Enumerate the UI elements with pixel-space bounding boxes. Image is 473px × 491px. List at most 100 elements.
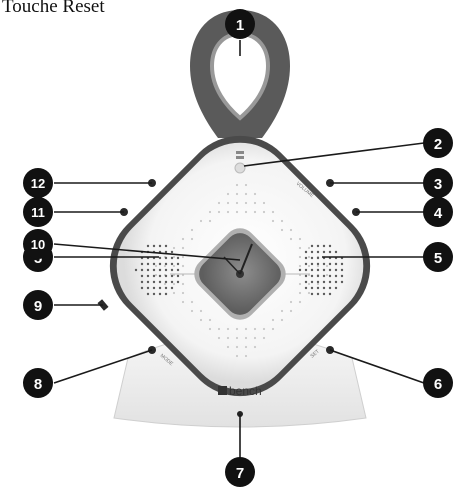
speaker-dot: [155, 274, 157, 276]
grill-hole: [171, 269, 173, 271]
speaker-dot: [263, 211, 265, 213]
speaker-dot: [299, 283, 301, 285]
grill-hole: [329, 287, 331, 289]
grill-hole: [311, 251, 313, 253]
grill-hole: [317, 269, 319, 271]
grill-hole: [171, 281, 173, 283]
grill-hole: [141, 263, 143, 265]
grill-hole: [147, 269, 149, 271]
callout-9-label: 9: [34, 298, 42, 315]
speaker-dot: [173, 292, 175, 294]
speaker-dot: [218, 328, 220, 330]
speaker-dot: [164, 283, 166, 285]
grill-hole: [299, 269, 301, 271]
speaker-dot: [209, 319, 211, 321]
speaker-dot: [299, 292, 301, 294]
grill-hole: [159, 257, 161, 259]
callout-3: 3: [423, 168, 453, 198]
speaker-dot: [308, 256, 310, 258]
grill-hole: [165, 293, 167, 295]
grill-hole: [141, 281, 143, 283]
callout-7: 7: [225, 457, 255, 487]
speaker-dot: [326, 274, 328, 276]
grill-hole: [165, 287, 167, 289]
grill-hole: [323, 287, 325, 289]
callout-9: 9: [23, 290, 53, 320]
speaker-dot: [227, 328, 229, 330]
grill-hole: [159, 275, 161, 277]
grill-hole: [159, 245, 161, 247]
grill-hole: [141, 269, 143, 271]
speaker-dot: [155, 265, 157, 267]
callout-5-right-label: 5: [434, 250, 442, 267]
speaker-dot: [272, 211, 274, 213]
speaker-dot: [254, 328, 256, 330]
speaker-dot: [227, 337, 229, 339]
grill-hole: [311, 269, 313, 271]
grill-hole: [311, 245, 313, 247]
speaker-dot: [227, 202, 229, 204]
callout-4: 4: [423, 197, 453, 227]
callout-3-label: 3: [434, 176, 442, 193]
grill-hole: [317, 257, 319, 259]
speaker-dot: [182, 238, 184, 240]
speaker-dot: [236, 337, 238, 339]
speaker-dot: [227, 346, 229, 348]
speaker-dot: [227, 211, 229, 213]
grill-hole: [329, 293, 331, 295]
grill-hole: [165, 245, 167, 247]
grill-hole: [153, 275, 155, 277]
grill-hole: [159, 263, 161, 265]
grill-hole: [317, 281, 319, 283]
grill-hole: [147, 293, 149, 295]
callout-10-label: 10: [31, 237, 45, 252]
grill-hole: [177, 275, 179, 277]
grill-hole: [135, 269, 137, 271]
grill-hole: [317, 275, 319, 277]
grill-hole: [341, 263, 343, 265]
grill-hole: [171, 287, 173, 289]
grill-hole: [335, 287, 337, 289]
speaker-dot: [245, 193, 247, 195]
callout-12: 12: [23, 168, 53, 198]
speaker-dot: [263, 337, 265, 339]
grill-hole: [153, 245, 155, 247]
speaker-dot: [290, 310, 292, 312]
speaker-dot: [308, 283, 310, 285]
speaker-dot: [236, 346, 238, 348]
grill-hole: [305, 275, 307, 277]
grill-hole: [171, 257, 173, 259]
grill-hole: [305, 269, 307, 271]
grill-hole: [153, 263, 155, 265]
speaker-dot: [182, 256, 184, 258]
speaker-dot: [326, 265, 328, 267]
callout-2: 2: [423, 128, 453, 158]
grill-hole: [335, 275, 337, 277]
speaker-dot: [182, 283, 184, 285]
callout-6-label: 6: [434, 376, 442, 393]
grill-hole: [153, 293, 155, 295]
speaker-dot: [173, 265, 175, 267]
callout-7-label: 7: [236, 465, 244, 482]
grill-hole: [147, 245, 149, 247]
speaker-dot: [209, 211, 211, 213]
grill-hole: [305, 251, 307, 253]
speaker-dot: [254, 211, 256, 213]
grill-hole: [153, 269, 155, 271]
grill-hole: [165, 275, 167, 277]
grill-hole: [323, 263, 325, 265]
speaker-dot: [200, 220, 202, 222]
grill-hole: [305, 263, 307, 265]
callout-8-label: 8: [34, 376, 42, 393]
grill-hole: [177, 281, 179, 283]
brand-label: bench: [229, 384, 262, 398]
speaker-dot: [281, 319, 283, 321]
callout-6: 6: [423, 368, 453, 398]
speaker-dot: [173, 283, 175, 285]
speaker-dot: [227, 193, 229, 195]
grill-hole: [171, 251, 173, 253]
speaker-dot: [290, 301, 292, 303]
grill-hole: [323, 251, 325, 253]
speaker-dot: [299, 301, 301, 303]
